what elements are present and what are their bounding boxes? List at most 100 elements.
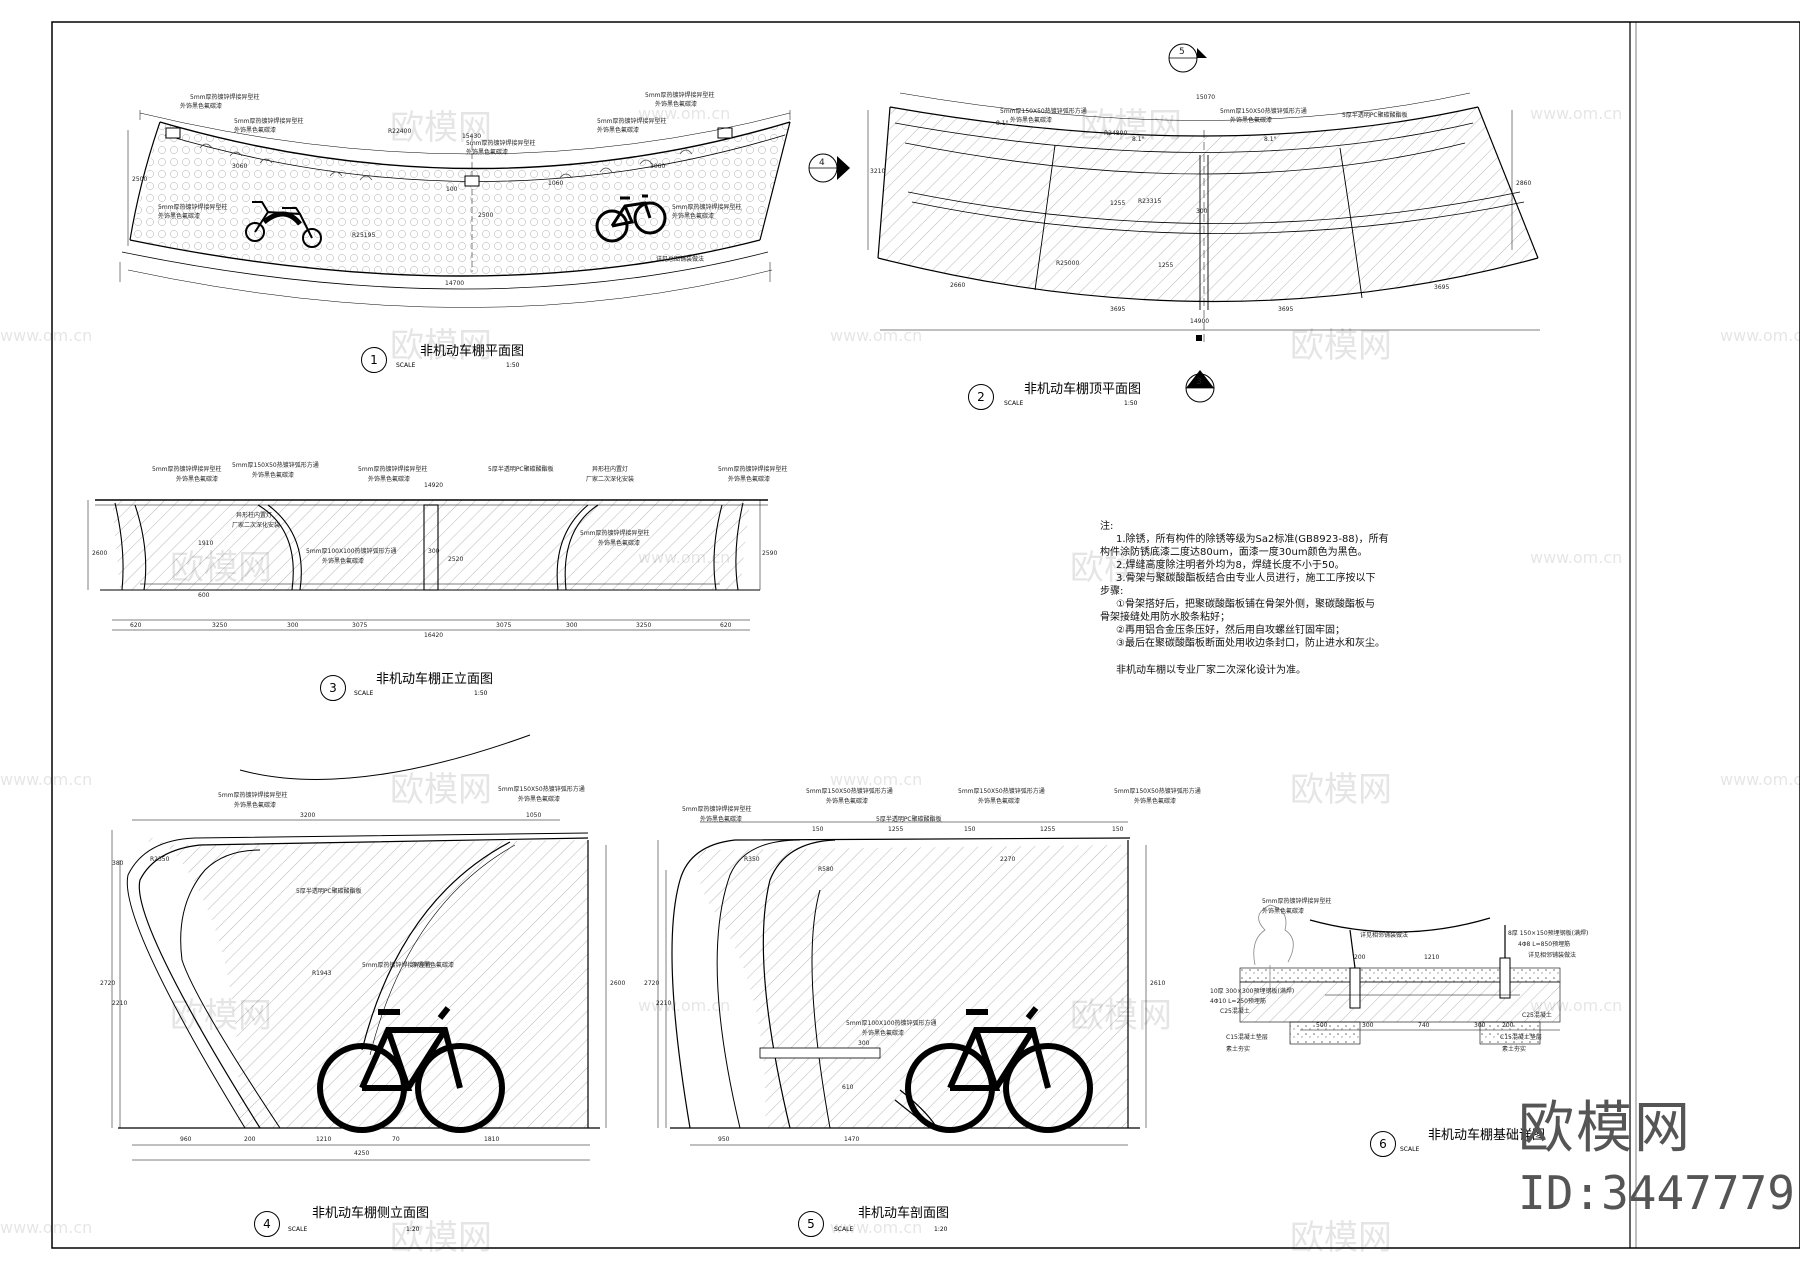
plan-label: 外饰黑色氟碳漆 [597, 127, 640, 134]
section-dim: 150 [812, 826, 824, 833]
scooter-icon [245, 201, 322, 248]
elev-label: 5mm厚热镀锌焊接异型柱 [358, 466, 428, 473]
bicycle-icon-section [905, 1006, 1093, 1133]
section-dim: 1255 [1040, 826, 1056, 833]
section-label: 外饰黑色氟碳漆 [978, 798, 1021, 805]
section-dim: 1255 [888, 826, 904, 833]
side-label: 5mm厚热镀锌焊接异型柱 [218, 792, 288, 799]
drawing-title: 非机动车棚平面图 [420, 344, 525, 359]
faint-watermark: 欧模网 [390, 1218, 492, 1258]
roof-dim: 3695 [1434, 284, 1450, 291]
section-view [657, 821, 1147, 1146]
elev-label: 5mm厚150X50热镀锌弧形方通 [232, 462, 319, 469]
elev-label: 5mm厚热镀锌焊接异型柱 [718, 466, 788, 473]
side-label: 5mm厚150X50热镀锌弧形方通 [498, 786, 585, 793]
section-mark-3 [1185, 370, 1215, 403]
notes-heading: 注: [1100, 521, 1114, 532]
plan-view [119, 110, 791, 308]
drawing-number-badge: 5 [798, 1211, 824, 1237]
roof-dim: 3210 [870, 168, 886, 175]
plan-label: 外饰黑色氟碳漆 [466, 149, 509, 156]
section-dim: R350 [744, 856, 760, 863]
faint-watermark-url: www.om.cn [830, 770, 923, 789]
elev-dim: 2600 [92, 550, 108, 557]
found-label: C25混凝土 [1522, 1012, 1552, 1019]
roof-dim: 1255 [1110, 200, 1126, 207]
faint-watermark: 欧模网 [170, 548, 272, 588]
watermark-logo: 欧模网 [1518, 1096, 1692, 1161]
section-dim: 2270 [1000, 856, 1016, 863]
roof-dim: 2860 [1516, 180, 1532, 187]
found-label: 详见相邻铺装做法 [1528, 952, 1577, 959]
elev-dim: 1910 [198, 540, 214, 547]
side-dim: 2210 [112, 1000, 128, 1007]
notes-line: 2.焊缝高度除注明者外均为8，焊缝长度不小于50。 [1116, 560, 1345, 571]
roof-label: 外饰黑色氟碳漆 [1010, 117, 1053, 124]
scale-ratio: 1:50 [1124, 400, 1138, 407]
found-dim: 200 [1502, 1022, 1514, 1029]
roof-dim: 8.1° [1264, 136, 1277, 143]
section-markers [808, 43, 1215, 403]
found-label: C15混凝土垫层 [1226, 1034, 1268, 1041]
notes-line: ②再用铝合金压条压好，然后用自攻螺丝钉固牢固； [1116, 625, 1345, 636]
section-mark-4 [808, 153, 850, 183]
drawing-title: 非机动车棚顶平面图 [1024, 382, 1142, 397]
plan-dim: 3060 [232, 163, 248, 170]
scale-label: SCALE [396, 362, 416, 369]
roof-dim: 300 [1196, 208, 1208, 215]
roof-dim: 2660 [950, 282, 966, 289]
general-notes: 注: 1.除锈，所有构件的除锈等级为Sa2标准(GB8923-88)，所有 构件… [1100, 520, 1389, 676]
faint-watermark: 欧模网 [1070, 996, 1172, 1036]
plan-label: 详见总图铺装做法 [656, 256, 705, 263]
found-label: 8厚 150×150预埋钢板(满焊) [1508, 930, 1589, 937]
section-dim: 2720 [644, 980, 660, 987]
plan-dim: 2500 [132, 176, 148, 183]
section-mark-3-label: 3 [1196, 377, 1202, 387]
elev-label: 外饰黑色氟碳漆 [322, 558, 365, 565]
found-dim: 500 [1316, 1022, 1328, 1029]
elev-dim: 3075 [496, 622, 512, 629]
scale-ratio: 1:20 [406, 1226, 420, 1233]
side-dim: R2350 [150, 856, 170, 863]
roof-dim: 14900 [1190, 318, 1210, 325]
side-dim: 380 [112, 860, 124, 867]
plan-label: 5mm厚热镀锌焊接异型柱 [672, 204, 742, 211]
drawing-number-badge: 6 [1370, 1131, 1396, 1157]
bicycle-icon-plan [595, 194, 667, 243]
faint-watermark-url: www.om.cn [1720, 326, 1800, 345]
plan-dim: R22400 [388, 128, 412, 135]
side-dim: 1050 [526, 812, 542, 819]
faint-watermark-url: www.om.cn [1720, 770, 1800, 789]
section-mark-5 [1168, 43, 1207, 73]
side-dim: 1210 [316, 1136, 332, 1143]
found-dim: 740 [1418, 1022, 1430, 1029]
found-dim: 200 [1354, 954, 1366, 961]
faint-watermark-url: www.om.cn [830, 326, 923, 345]
elev-label: 厂家二次深化安装 [232, 522, 281, 529]
roof-dim: 3695 [1110, 306, 1126, 313]
roof-dim: 1255 [1158, 262, 1174, 269]
elev-label: 外饰黑色氟碳漆 [368, 476, 411, 483]
notes-line: 骨架接缝处用防水胶条粘好； [1100, 612, 1230, 623]
roof-label: 5厚半透明PC聚碳酸酯板 [1342, 112, 1408, 119]
scale-label: SCALE [288, 1226, 308, 1233]
found-label: 外饰黑色氟碳漆 [1262, 908, 1305, 915]
plan-label: 5mm厚热镀锌焊接异型柱 [466, 140, 536, 147]
drawing-title: 非机动车剖面图 [858, 1206, 950, 1221]
found-label: 详见相邻铺装做法 [1360, 932, 1409, 939]
elev-label: 5厚半透明PC聚碳酸酯板 [488, 466, 554, 473]
faint-watermark-url: www.om.cn [638, 996, 731, 1015]
elev-label: 外饰黑色氟碳漆 [176, 476, 219, 483]
side-dim: 1810 [484, 1136, 500, 1143]
roof-label: 5mm厚150X50热镀锌弧形方通 [1220, 108, 1307, 115]
faint-watermark-url: www.om.cn [0, 1218, 93, 1237]
drawing-number-badge: 3 [320, 675, 346, 701]
side-dim: 3200 [300, 812, 316, 819]
notes-line: ③最后在聚碳酸酯板断面处用收边条封口，防止进水和灰尘。 [1116, 638, 1385, 649]
scale-label: SCALE [834, 1226, 854, 1233]
side-label: 5mm厚热镀锌焊接异型柱 [362, 962, 432, 969]
tree-icon [1253, 904, 1294, 990]
elev-label: 5mm厚热镀锌焊接异型柱 [152, 466, 222, 473]
plan-label: 5mm厚热镀锌焊接异型柱 [190, 94, 260, 101]
found-label: 5mm厚热镀锌焊接异型柱 [1262, 898, 1332, 905]
